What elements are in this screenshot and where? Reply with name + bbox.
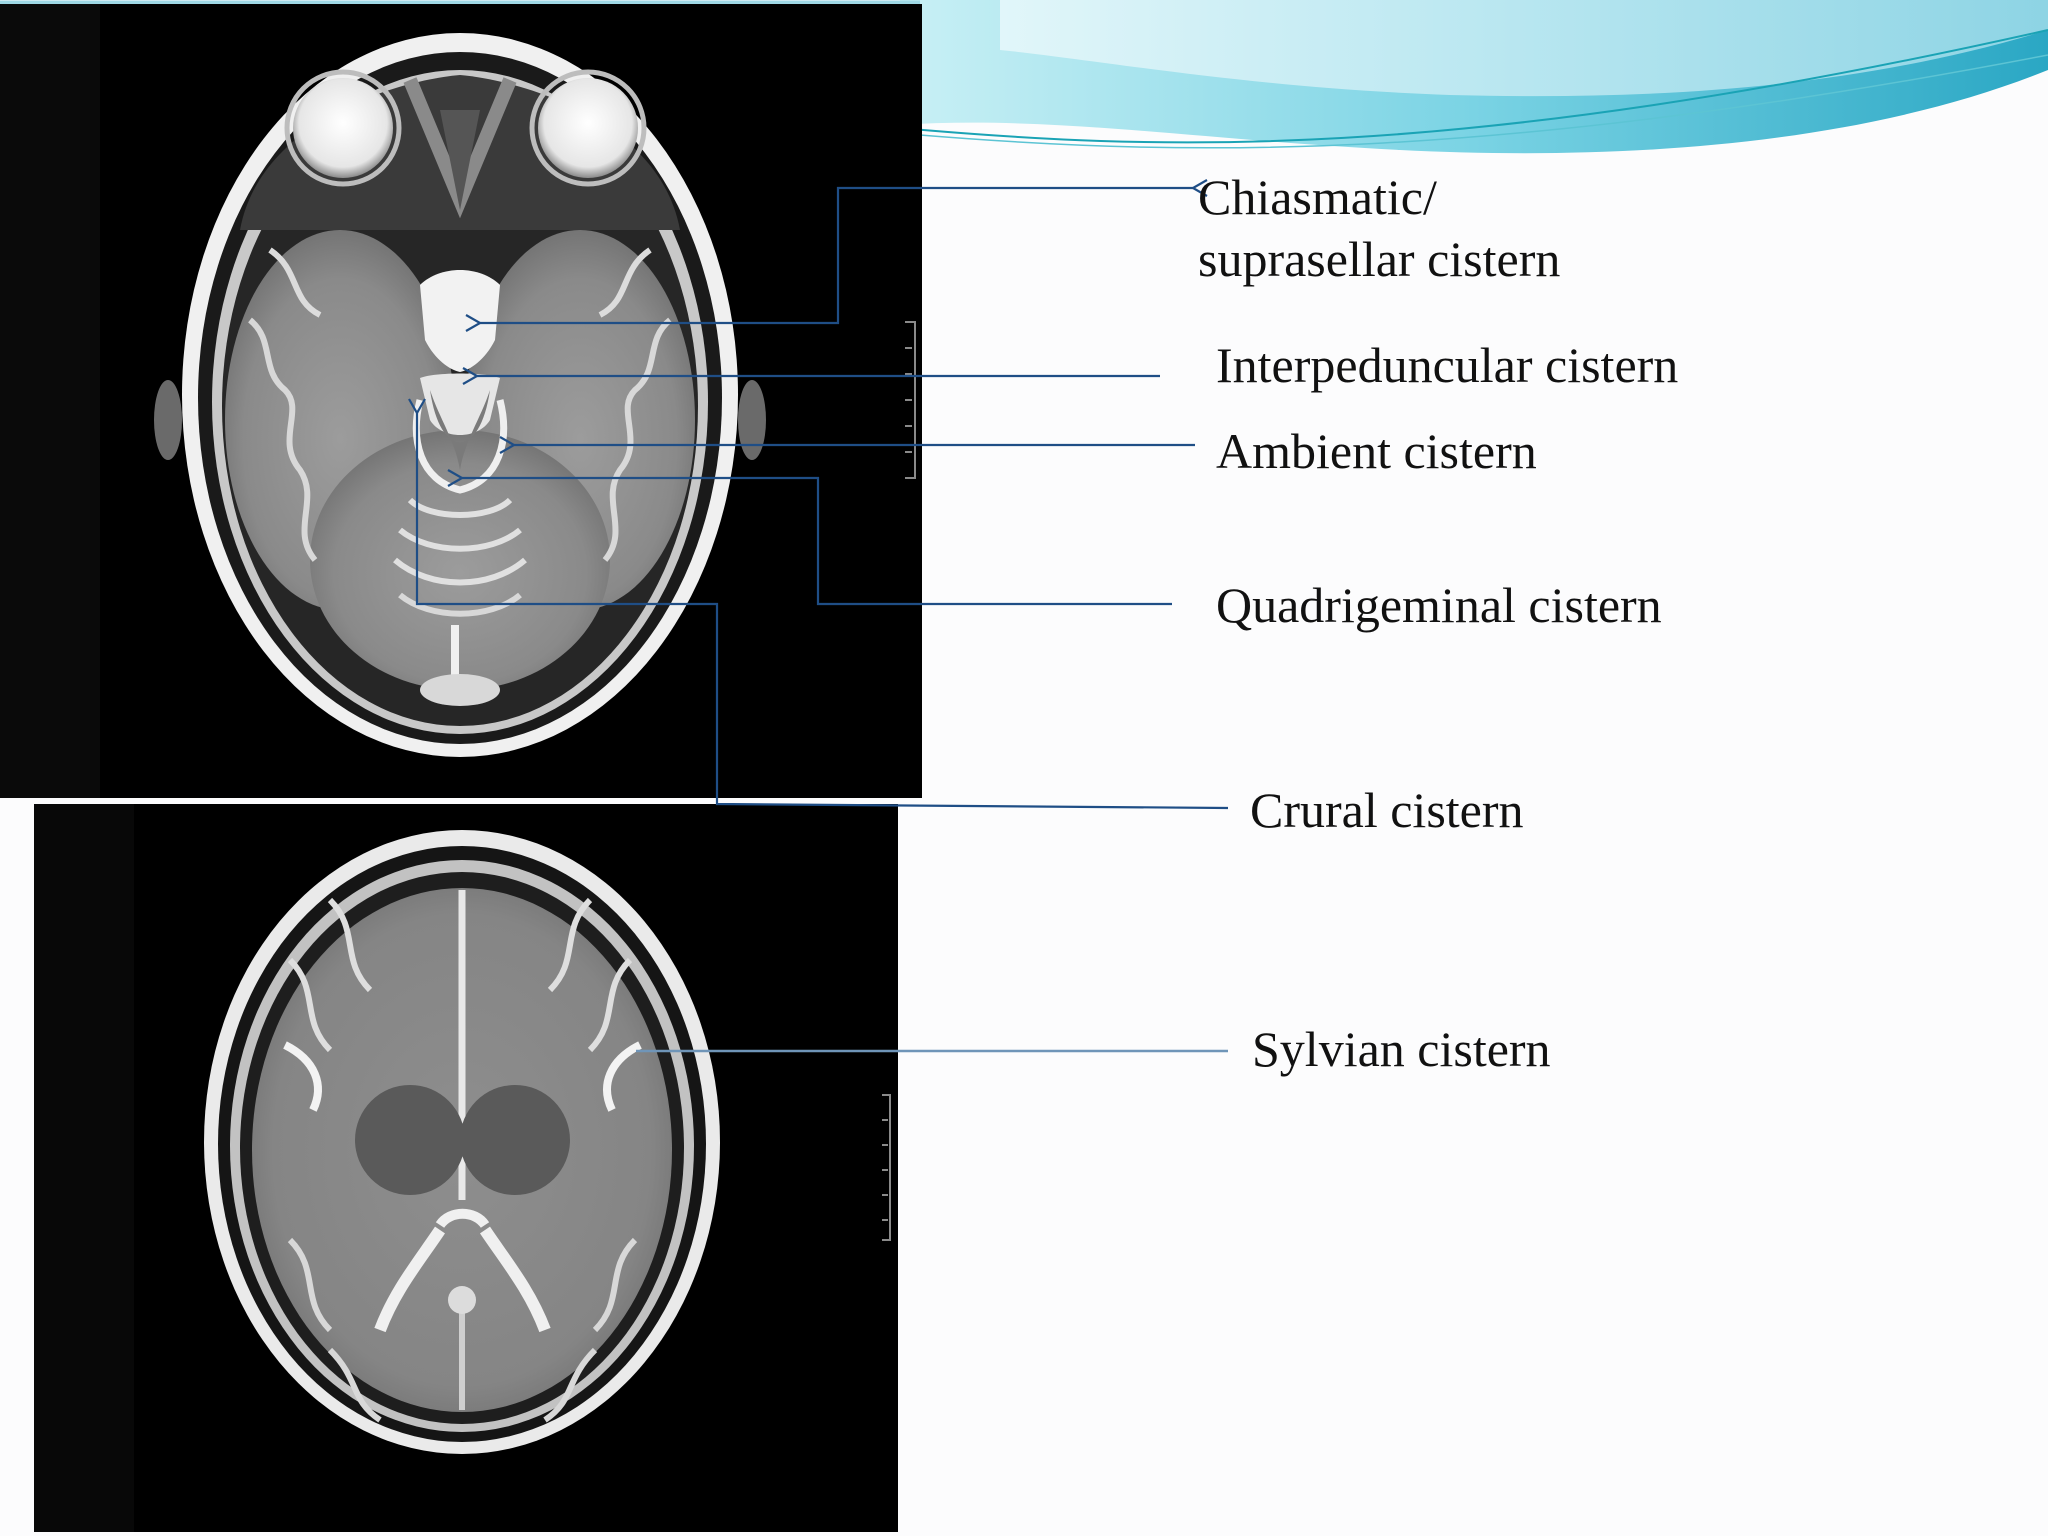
header-wave-decoration xyxy=(0,0,2048,154)
leader-lines xyxy=(417,188,1229,810)
label-chiasmatic-line2: suprasellar cistern xyxy=(1198,231,1561,287)
label-ambient-cistern: Ambient cistern xyxy=(1216,423,1537,479)
leader-quadrigeminal xyxy=(462,478,1172,606)
label-crural-cistern: Crural cistern xyxy=(1250,782,1524,838)
label-quadrigeminal-cistern: Quadrigeminal cistern xyxy=(1216,577,1662,633)
label-interpeduncular-cistern: Interpeduncular cistern xyxy=(1216,337,1679,393)
leader-crural xyxy=(417,413,1229,810)
mri-image-bottom xyxy=(34,804,898,1532)
leader-chiasmatic xyxy=(480,188,1193,323)
label-sylvian-cistern: Sylvian cistern xyxy=(1252,1021,1551,1077)
label-chiasmatic-suprasellar-cistern: Chiasmatic/ suprasellar cistern xyxy=(1198,166,1560,290)
mri-image-top xyxy=(0,4,922,798)
label-chiasmatic-line1: Chiasmatic/ xyxy=(1198,169,1437,225)
